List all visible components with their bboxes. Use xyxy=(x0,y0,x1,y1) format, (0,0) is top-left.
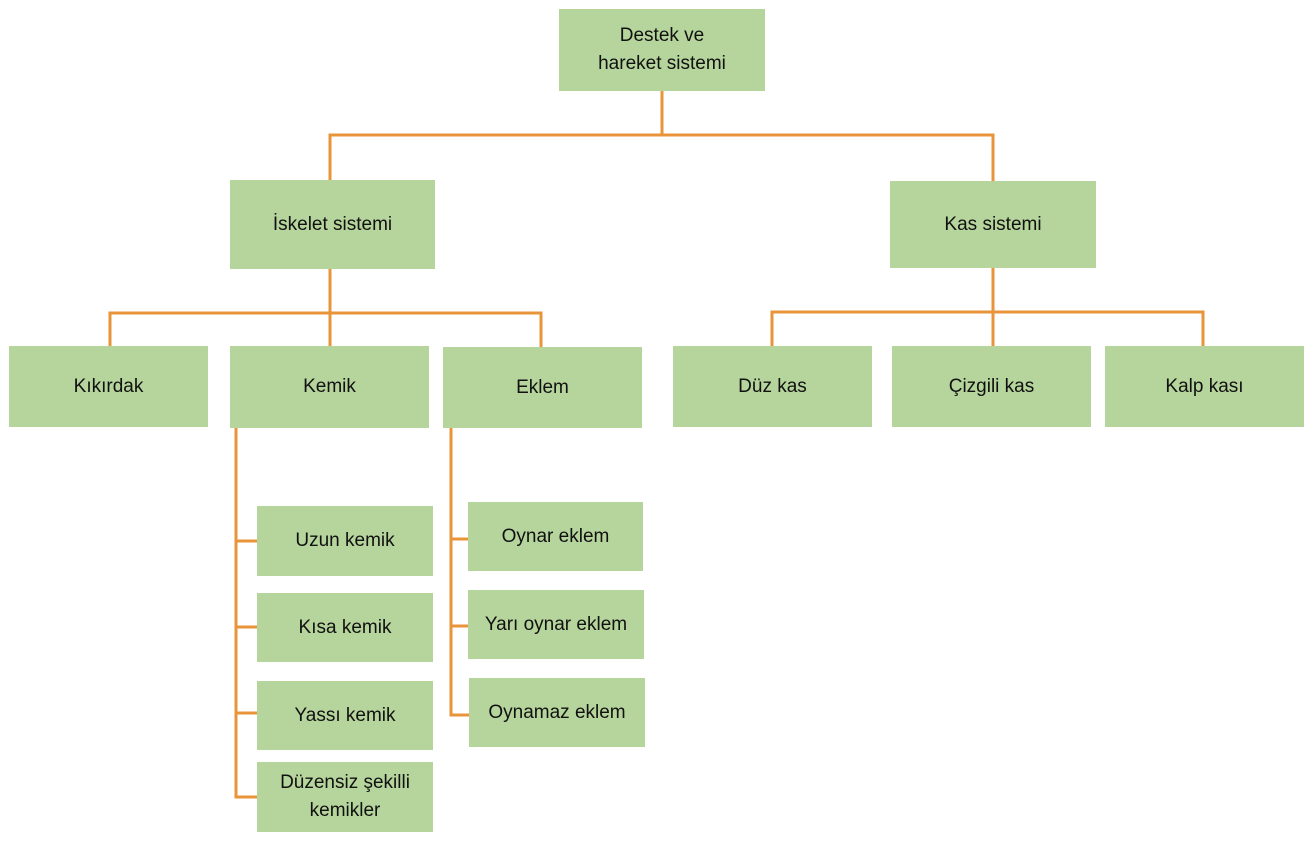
long-bone-label: Uzun kemik xyxy=(295,530,395,552)
irregular-bone-node: Düzensiz şekilli kemikler xyxy=(257,762,433,832)
skeletal-system-label: İskelet sistemi xyxy=(272,213,393,235)
flat-bone-label: Yassı kemik xyxy=(294,704,396,726)
short-bone-node: Kısa kemik xyxy=(257,593,433,662)
joint-node: Eklem xyxy=(443,347,642,428)
cardiac-muscle-node: Kalp kası xyxy=(1105,346,1304,427)
root-label-line2: hareket sistemi xyxy=(598,53,726,74)
bone-label: Kemik xyxy=(303,376,356,398)
muscular-system-node: Kas sistemi xyxy=(890,181,1096,268)
irregular-bone-label-line2: kemikler xyxy=(309,800,381,821)
cartilage-node: Kıkırdak xyxy=(9,346,208,427)
muscular-system-label: Kas sistemi xyxy=(944,213,1042,235)
smooth-muscle-label: Düz kas xyxy=(738,375,807,397)
semi-movable-joint-node: Yarı oynar eklem xyxy=(468,590,644,659)
root-label-line1: Destek ve xyxy=(619,25,705,47)
short-bone-label: Kısa kemik xyxy=(298,616,392,638)
bone-node: Kemik xyxy=(230,346,429,428)
cartilage-label: Kıkırdak xyxy=(73,375,144,397)
root-node: Destek ve hareket sistemi xyxy=(559,9,765,91)
long-bone-node: Uzun kemik xyxy=(257,506,433,576)
striated-muscle-label: Çizgili kas xyxy=(948,375,1035,397)
cardiac-muscle-label: Kalp kası xyxy=(1165,375,1244,397)
movable-joint-node: Oynar eklem xyxy=(468,502,643,571)
smooth-muscle-node: Düz kas xyxy=(673,346,872,427)
skeletal-system-node: İskelet sistemi xyxy=(230,180,435,269)
joint-label: Eklem xyxy=(516,376,569,398)
movable-joint-label: Oynar eklem xyxy=(501,525,610,547)
flat-bone-node: Yassı kemik xyxy=(257,681,433,750)
immovable-joint-node: Oynamaz eklem xyxy=(469,678,645,747)
irregular-bone-label-line1: Düzensiz şekilli xyxy=(280,772,410,794)
striated-muscle-node: Çizgili kas xyxy=(892,346,1091,427)
immovable-joint-label: Oynamaz eklem xyxy=(488,701,626,723)
semi-movable-joint-label: Yarı oynar eklem xyxy=(484,613,628,635)
